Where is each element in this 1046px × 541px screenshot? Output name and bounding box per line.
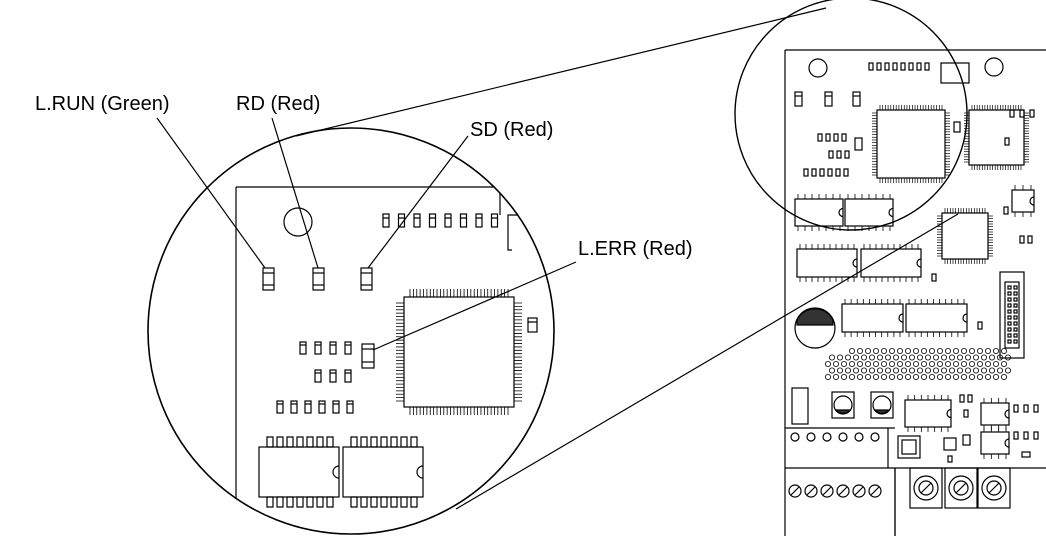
leader-lrun <box>156 117 266 269</box>
board-ic-packages <box>794 185 1039 459</box>
zoom-line-bottom <box>455 213 959 510</box>
board-top-pads <box>794 62 1035 177</box>
board-qfp-chips <box>872 105 1029 264</box>
led-lerr <box>361 343 375 369</box>
zoom-source-circle <box>734 0 968 231</box>
magnified-view <box>147 127 555 535</box>
label-lrun: L.RUN (Green) <box>35 93 169 115</box>
board-outline <box>784 49 1046 536</box>
mounting-hole <box>283 207 313 237</box>
large-capacitor <box>794 307 836 349</box>
screw-terminals <box>788 484 882 498</box>
magnifier-ring <box>147 127 555 535</box>
label-sd: SD (Red) <box>470 119 553 141</box>
small-components <box>276 341 354 414</box>
bottom-ic-packages <box>258 436 424 508</box>
label-lerr: L.ERR (Red) <box>578 238 692 260</box>
zoom-line-top <box>295 7 827 137</box>
electrolytic-capacitors <box>831 391 894 419</box>
rotary-switches <box>909 467 1011 509</box>
top-pad-row <box>382 213 499 228</box>
led-sd <box>360 267 373 291</box>
board-hole-grid <box>825 347 1012 380</box>
led-lrun <box>262 267 275 291</box>
board-ribbon-connector <box>999 271 1025 359</box>
leader-sd <box>367 135 469 269</box>
label-rd: RD (Red) <box>236 93 320 115</box>
leader-rd <box>271 117 319 269</box>
terminal-block-top <box>790 432 880 442</box>
led-rd <box>312 267 325 291</box>
magnified-qfp-chip <box>396 289 522 415</box>
full-board <box>734 0 1046 536</box>
leader-lerr <box>372 261 577 351</box>
